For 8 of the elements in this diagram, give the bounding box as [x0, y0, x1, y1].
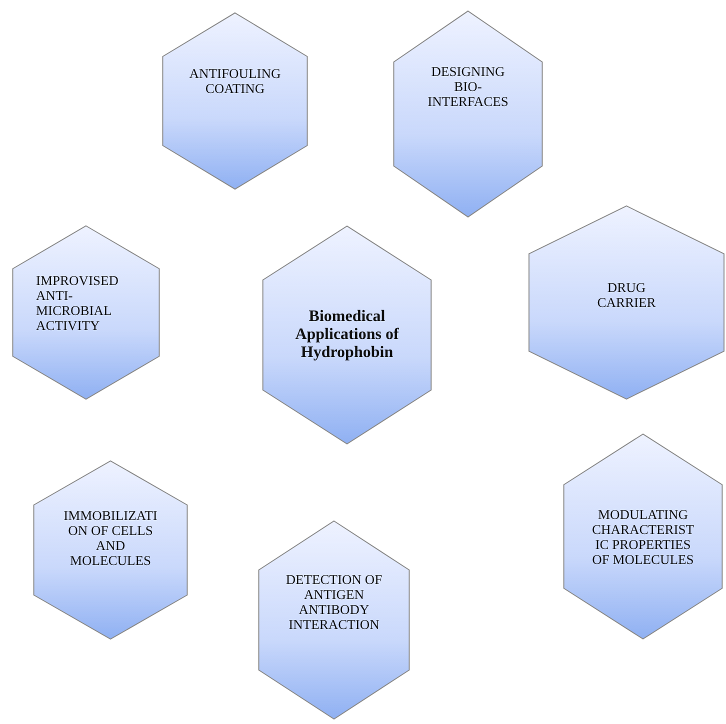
node-text: DESIGNING BIO- INTERFACES: [426, 64, 510, 108]
node-text: IMPROVISED ANTI- MICROBIAL ACTIVITY: [36, 272, 120, 332]
node-text: MODULATING CHARACTERIST IC PROPERTIES OF MOLECULES: [590, 506, 695, 566]
node-text: DRUG CARRIER: [596, 280, 657, 310]
node-text: ANTIFOULING COATING: [188, 66, 282, 96]
node-text: Biomedical Applications of Hydrophobin: [294, 308, 400, 362]
node-text: IMMOBILIZATI ON OF CELLS AND MOLECULES: [62, 508, 158, 568]
node-text: DETECTION OF ANTIGEN ANTIBODY INTERACTION: [284, 572, 384, 632]
